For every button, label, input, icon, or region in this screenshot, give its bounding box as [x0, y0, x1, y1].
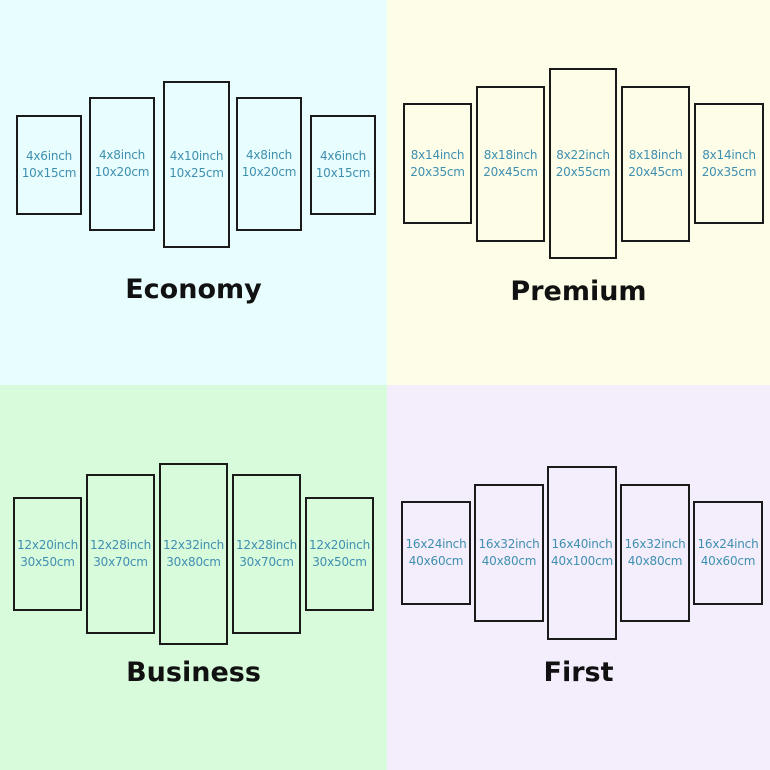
panel-5: 16x24inch 40x60cm	[693, 501, 763, 605]
panel-cm-size: 40x60cm	[700, 554, 756, 568]
panel-inch-size: 8x14inch	[702, 147, 756, 162]
panel-cm-size: 30x70cm	[239, 555, 294, 569]
panel-cm-size: 20x55cm	[555, 164, 611, 179]
panel-inch-size: 4x8inch	[98, 148, 146, 162]
panel-inch-size: 16x32inch	[624, 537, 686, 551]
panel-1: 12x20inch 30x50cm	[13, 497, 82, 611]
quadrant-first: 16x24inch 40x60cm 16x32inch 40x80cm 16x4…	[387, 385, 770, 770]
panel-4: 16x32inch 40x80cm	[620, 484, 690, 622]
panel-cm-size: 30x70cm	[93, 555, 148, 569]
panel-cm-size: 40x80cm	[627, 554, 683, 568]
panel-inch-size: 16x40inch	[551, 537, 613, 551]
panel-cm-size: 20x45cm	[628, 165, 683, 179]
quadrant-economy: 4x6inch 10x15cm 4x8inch 10x20cm 4x10inch…	[0, 0, 387, 385]
panel-cm-size: 20x35cm	[701, 164, 757, 179]
panel-inch-size: 16x24inch	[405, 537, 467, 551]
tier-label-business: Business	[126, 657, 261, 688]
panel-cm-size: 10x20cm	[94, 165, 150, 179]
panel-cm-size: 40x80cm	[481, 554, 537, 568]
panel-inch-size: 8x18inch	[628, 148, 683, 162]
panel-inch-size: 8x22inch	[556, 147, 610, 162]
panel-cm-size: 40x60cm	[408, 554, 464, 568]
panel-3: 8x22inch 20x55cm	[549, 68, 617, 259]
panel-inch-size: 4x8inch	[245, 148, 293, 162]
panel-inch-size: 8x18inch	[483, 148, 538, 162]
panel-3: 12x32inch 30x80cm	[159, 463, 228, 645]
panel-2: 8x18inch 20x45cm	[476, 86, 545, 242]
panel-cm-size: 20x35cm	[410, 164, 465, 179]
panel-cm-size: 10x15cm	[315, 166, 371, 180]
panel-cm-size: 10x15cm	[21, 166, 77, 180]
panel-4: 8x18inch 20x45cm	[621, 86, 690, 242]
panel-inch-size: 4x6inch	[319, 149, 367, 163]
panel-5: 4x6inch 10x15cm	[310, 115, 376, 215]
panel-1: 4x6inch 10x15cm	[16, 115, 82, 215]
quadrant-premium: 8x14inch 20x35cm 8x18inch 20x45cm 8x22in…	[387, 0, 770, 385]
panel-1: 16x24inch 40x60cm	[401, 501, 471, 605]
panel-inch-size: 4x10inch	[169, 148, 224, 163]
panel-inch-size: 12x28inch	[90, 538, 151, 552]
panel-3: 16x40inch 40x100cm	[547, 466, 617, 640]
panel-1: 8x14inch 20x35cm	[403, 103, 472, 224]
panel-3: 4x10inch 10x25cm	[163, 81, 230, 248]
tier-label-first: First	[543, 657, 614, 688]
tier-label-premium: Premium	[510, 276, 647, 307]
panel-cm-size: 30x80cm	[166, 555, 221, 569]
panel-2: 12x28inch 30x70cm	[86, 474, 155, 634]
panel-inch-size: 16x24inch	[697, 537, 759, 551]
panel-2: 16x32inch 40x80cm	[474, 484, 544, 622]
panel-inch-size: 8x14inch	[410, 147, 465, 162]
tier-label-economy: Economy	[125, 274, 262, 305]
panel-4: 12x28inch 30x70cm	[232, 474, 301, 634]
panel-inch-size: 12x32inch	[163, 538, 224, 552]
panel-cm-size: 30x50cm	[312, 555, 367, 569]
panel-cm-size: 40x100cm	[551, 554, 613, 568]
panel-inch-size: 12x28inch	[236, 538, 297, 552]
quadrant-business: 12x20inch 30x50cm 12x28inch 30x70cm 12x3…	[0, 385, 387, 770]
panel-5: 12x20inch 30x50cm	[305, 497, 374, 611]
panel-2: 4x8inch 10x20cm	[89, 97, 155, 231]
panel-cm-size: 10x25cm	[169, 165, 224, 180]
panel-4: 4x8inch 10x20cm	[236, 97, 302, 231]
panel-inch-size: 16x32inch	[478, 537, 540, 551]
panel-cm-size: 20x45cm	[483, 165, 538, 179]
panel-cm-size: 10x20cm	[241, 165, 297, 179]
panel-inch-size: 4x6inch	[25, 149, 73, 163]
panel-5: 8x14inch 20x35cm	[694, 103, 764, 224]
panel-inch-size: 12x20inch	[17, 538, 78, 552]
panel-inch-size: 12x20inch	[309, 538, 370, 552]
panel-cm-size: 30x50cm	[20, 555, 75, 569]
